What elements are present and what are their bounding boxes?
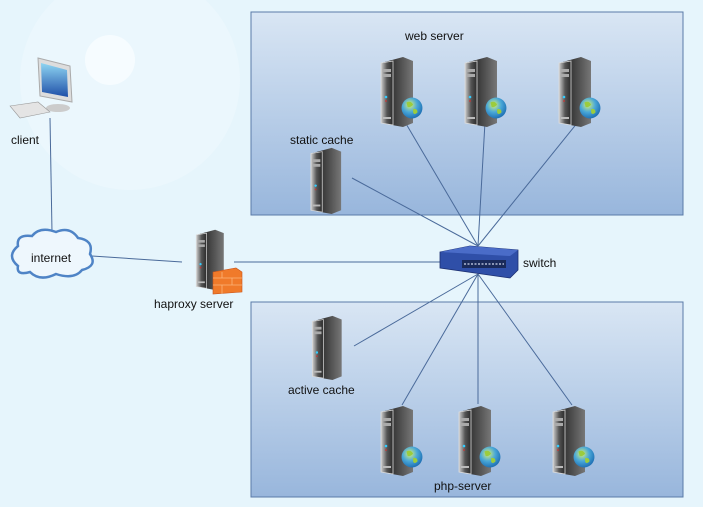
client-label: client: [11, 133, 40, 147]
background-bubble: [85, 35, 135, 85]
active-cache-label: active cache: [288, 383, 355, 397]
edge-client-internet: [49, 117, 53, 233]
php-server-label: php-server: [434, 479, 491, 493]
edge-switch-php1: [401, 273, 479, 406]
server-icon[interactable]: [310, 147, 342, 214]
edge-switch-web3: [477, 121, 579, 247]
internet-label: internet: [31, 251, 72, 265]
web-server-label: web server: [404, 29, 464, 43]
background-bubble: [20, 0, 240, 190]
edge-internet-haproxy: [91, 255, 183, 263]
connections: [49, 117, 579, 406]
haproxy-label: haproxy server: [154, 297, 233, 311]
edge-switch-active-cache: [353, 273, 479, 347]
edge-switch-web2: [477, 121, 486, 247]
desktop-computer-icon[interactable]: [9, 57, 73, 119]
edge-switch-web1: [404, 121, 479, 247]
switch-label: switch: [523, 256, 556, 270]
edge-switch-php3: [477, 273, 573, 406]
edge-switch-static-cache: [351, 177, 479, 247]
network-switch-icon[interactable]: [439, 245, 519, 279]
cloud-icon[interactable]: [10, 228, 94, 279]
server-firewall-icon[interactable]: [195, 228, 243, 295]
static-cache-label: static cache: [290, 133, 354, 147]
server-icon[interactable]: [311, 315, 343, 380]
